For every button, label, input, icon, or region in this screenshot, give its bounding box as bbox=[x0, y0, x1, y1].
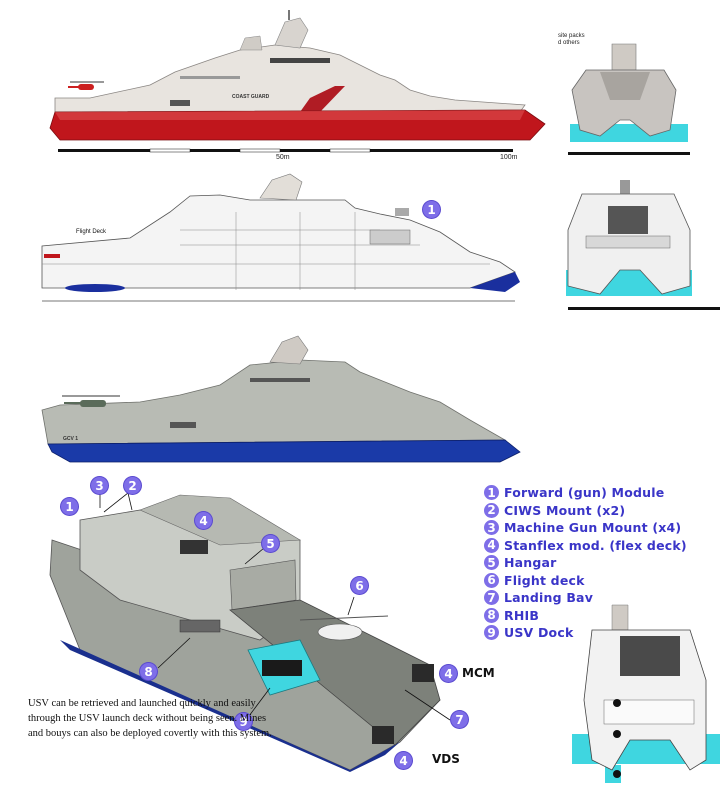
iso-callout-3: 3 bbox=[91, 477, 108, 494]
legend-item-8: 8 RHIB bbox=[484, 607, 720, 625]
usv-caption: USV can be retrieved and launched quickl… bbox=[28, 698, 272, 739]
legend-num-8: 8 bbox=[484, 607, 499, 623]
legend-num-2: 2 bbox=[484, 502, 499, 518]
legend-label-7: Landing Bav bbox=[504, 590, 594, 606]
gcv-hull-marking: GCV 1 bbox=[63, 436, 79, 442]
legend-num-3: 3 bbox=[484, 520, 499, 536]
site-packs-annotation: site packs d others bbox=[558, 33, 585, 46]
legend-label-1: Forward (gun) Module bbox=[504, 485, 665, 501]
legend-label-2: CIWS Mount (x2) bbox=[504, 502, 626, 518]
iso-callout-5: 5 bbox=[262, 535, 279, 552]
legend-item-1: 1 Forward (gun) Module bbox=[484, 484, 720, 502]
legend-item-5: 5 Hangar bbox=[484, 554, 720, 572]
iso-callout-9: 9 bbox=[235, 713, 252, 730]
legend-item-3: 3 Machine Gun Mount (x4) bbox=[484, 519, 720, 537]
legend-label-5: Hangar bbox=[504, 555, 557, 571]
callout-1-profile: 1 bbox=[423, 201, 440, 218]
flight-deck-label: Flight Deck bbox=[76, 229, 107, 235]
legend-num-5: 5 bbox=[484, 555, 499, 571]
legend-item-4: 4 Stanflex mod. (flex deck) bbox=[484, 537, 720, 555]
legend-label-8: RHIB bbox=[504, 607, 540, 623]
mcm-tag: MCM bbox=[462, 666, 495, 680]
iso-callout-4-top: 4 bbox=[195, 512, 212, 529]
legend-num-7: 7 bbox=[484, 590, 499, 606]
legend-item-6: 6 Flight deck bbox=[484, 572, 720, 590]
scale-label-50m: 50m bbox=[276, 154, 290, 161]
iso-callout-7: 7 bbox=[451, 711, 468, 728]
legend-label-4: Stanflex mod. (flex deck) bbox=[504, 537, 687, 553]
iso-callout-4-vds: 4 bbox=[395, 752, 412, 769]
iso-callout-2: 2 bbox=[124, 477, 141, 494]
legend-label-6: Flight deck bbox=[504, 572, 585, 588]
iso-callout-8: 8 bbox=[140, 663, 157, 680]
legend-num-1: 1 bbox=[484, 485, 499, 501]
legend-label-3: Machine Gun Mount (x4) bbox=[504, 520, 682, 536]
legend-label-9: USV Dock bbox=[504, 625, 574, 641]
legend-item-2: 2 CIWS Mount (x2) bbox=[484, 502, 720, 520]
legend-item-7: 7 Landing Bav bbox=[484, 589, 720, 607]
legend-num-4: 4 bbox=[484, 537, 499, 553]
legend-num-6: 6 bbox=[484, 572, 499, 588]
legend-num-9: 9 bbox=[484, 625, 499, 641]
iso-callout-6: 6 bbox=[351, 577, 368, 594]
iso-callout-1: 1 bbox=[61, 498, 78, 515]
iso-callout-4-mcm: 4 bbox=[440, 665, 457, 682]
scale-label-100m: 100m bbox=[500, 154, 518, 161]
coast-guard-marking: COAST GUARD bbox=[232, 94, 270, 100]
legend-item-9: 9 USV Dock bbox=[484, 624, 720, 642]
vds-tag: VDS bbox=[432, 752, 460, 766]
component-legend: 1 Forward (gun) Module 2 CIWS Mount (x2) 3… bbox=[484, 484, 720, 642]
